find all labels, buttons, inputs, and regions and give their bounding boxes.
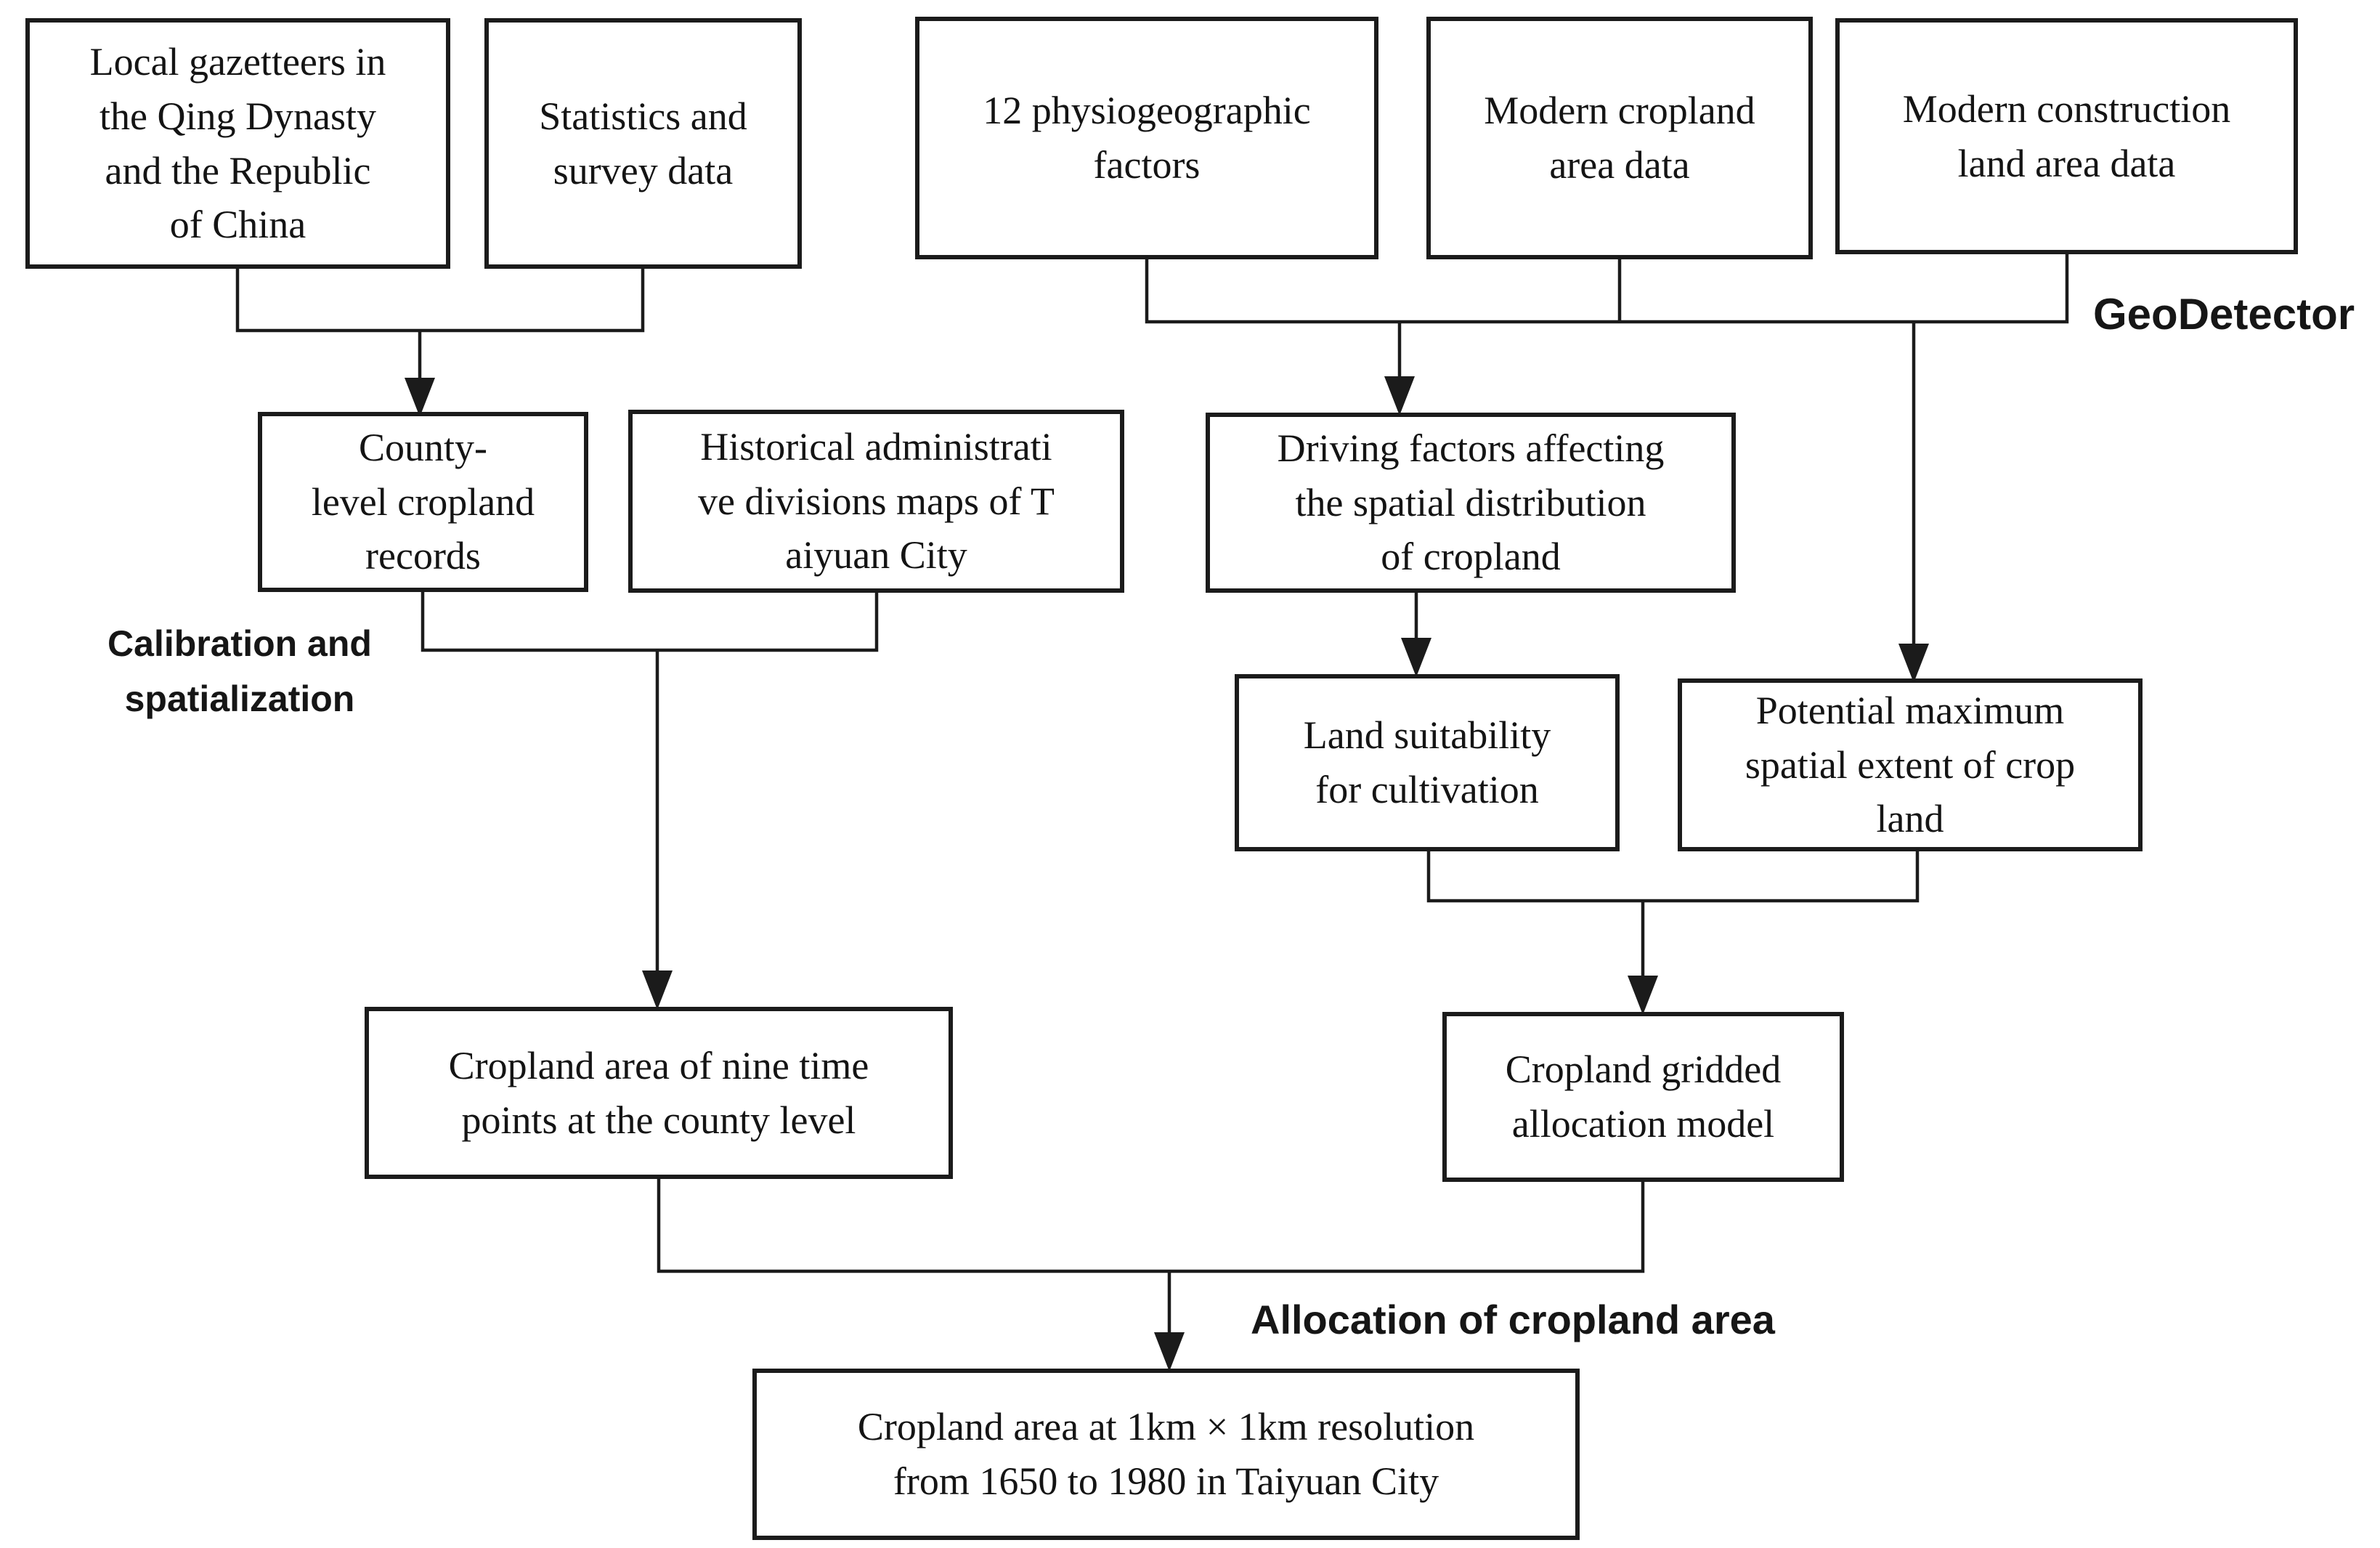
box-land-suitability: Land suitability for cultivation [1235,674,1620,851]
arrowheads [405,376,1929,1371]
box-nine-time-points: Cropland area of nine time points at the… [365,1007,953,1179]
box-county-records: County- level cropland records [258,412,588,592]
box-modern-construction: Modern construction land area data [1835,18,2298,254]
box-modern-cropland: Modern cropland area data [1426,17,1813,259]
box-physiogeographic-factors: 12 physiogeographic factors [915,17,1378,259]
label-calibration-spatialization: Calibration and spatialization [107,623,372,719]
box-statistics-survey: Statistics and survey data [484,18,802,269]
label-allocation: Allocation of cropland area [1251,1297,1775,1342]
box-potential-extent: Potential maximum spatial extent of crop… [1678,678,2143,851]
box-historical-maps: Historical administrati ve divisions map… [628,410,1124,593]
box-driving-factors: Driving factors affecting the spatial di… [1206,413,1736,593]
box-local-gazetteers: Local gazetteers in the Qing Dynasty and… [25,18,450,269]
box-gridded-model: Cropland gridded allocation model [1442,1012,1844,1182]
connector-lines [235,254,2069,1343]
box-final-output: Cropland area at 1km × 1km resolution fr… [752,1369,1580,1540]
label-geodetector: GeoDetector [2093,290,2355,339]
